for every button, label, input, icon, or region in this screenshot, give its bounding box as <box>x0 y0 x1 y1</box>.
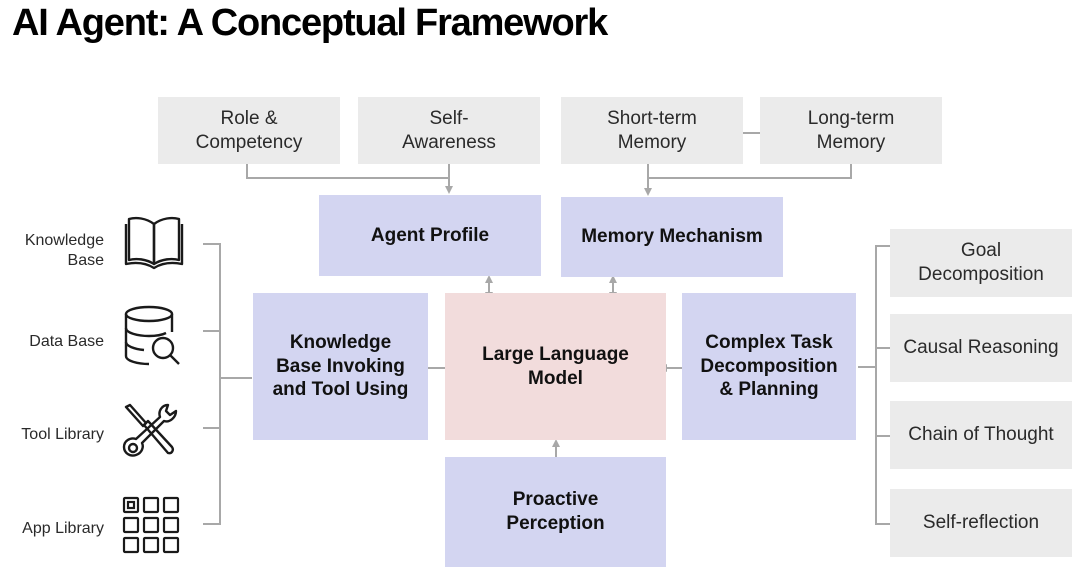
agent-profile-box: Agent Profile <box>319 195 541 276</box>
planning-bracket <box>858 245 890 525</box>
chain-of-thought-box: Chain of Thought <box>890 401 1072 469</box>
short-term-memory-box: Short-term Memory <box>561 97 743 164</box>
resources-bracket <box>203 243 252 525</box>
self-reflection-box: Self-reflection <box>890 489 1072 557</box>
causal-reasoning-box: Causal Reasoning <box>890 314 1072 382</box>
database-search-icon <box>124 305 180 366</box>
proactive-perception-box: Proactive Perception <box>445 457 666 567</box>
planning-box: Complex Task Decomposition & Planning <box>682 293 856 440</box>
connector-role-to-profile <box>246 164 449 179</box>
role-competency-box: Role & Competency <box>158 97 340 164</box>
resource-label-app-library: App Library <box>22 520 104 537</box>
app-grid-icon <box>122 496 180 554</box>
tools-icon <box>122 403 178 457</box>
connector-long-to-memory <box>648 164 852 179</box>
book-icon <box>124 216 184 270</box>
goal-decomposition-box: Goal Decomposition <box>890 229 1072 297</box>
resource-label-tool-library: Tool Library <box>21 426 104 443</box>
page-title: AI Agent: A Conceptual Framework <box>12 2 608 44</box>
llm-box: Large Language Model <box>445 293 666 440</box>
memory-mechanism-box: Memory Mechanism <box>561 197 783 277</box>
long-term-memory-box: Long-term Memory <box>760 97 942 164</box>
knowledge-tool-box: Knowledge Base Invoking and Tool Using <box>253 293 428 440</box>
resource-label-knowledge-base: Knowledge Base <box>24 232 104 269</box>
resource-label-data-base: Data Base <box>29 333 104 350</box>
self-awareness-box: Self- Awareness <box>358 97 540 164</box>
